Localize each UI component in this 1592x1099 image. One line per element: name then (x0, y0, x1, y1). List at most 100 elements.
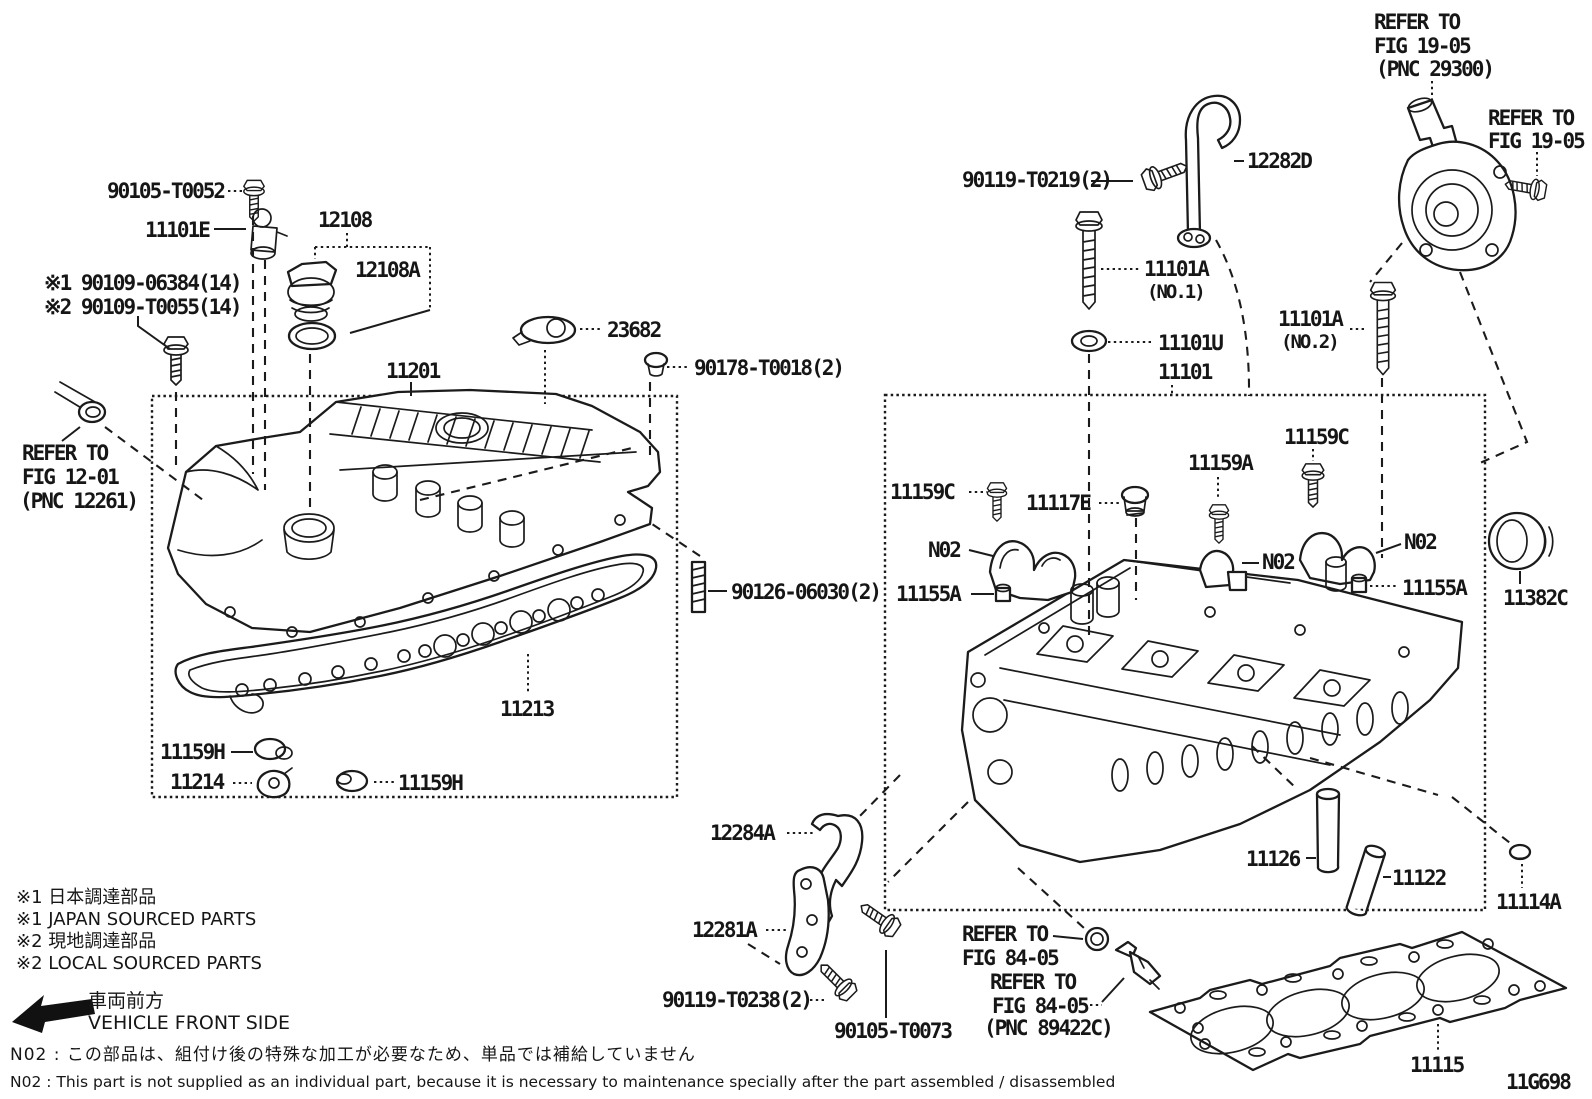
callout-90126: 90126-06030(2) (731, 580, 880, 604)
figure-code: 11G698 (1506, 1070, 1571, 1094)
bolt-90105-T0073-drawing (854, 896, 904, 941)
note-n02-jp: N02 : この部品は、組付け後の特殊な加工が必要なため、単品では補給していませ… (10, 1045, 696, 1065)
callout-90119-T0238: 90119-T0238(2) (662, 988, 811, 1012)
vehicle-front-arrow-icon (12, 995, 95, 1033)
refer-fig12-line2: FIG 12-01 (22, 465, 119, 489)
legend-block: ※1 日本調達部品 ※1 JAPAN SOURCED PARTS ※2 現地調達… (16, 887, 262, 974)
callout-90109-06384: ※1 90109-06384(14) (44, 271, 241, 295)
valve-cover-drawing (166, 388, 662, 638)
ventilation-valve-23682-drawing (512, 315, 577, 346)
refer-fig19-pump-line2: FIG 19-05 (1374, 34, 1471, 58)
callout-11101A-no2-sub: (NO.2) (1281, 331, 1338, 353)
callout-n02-left: N02 (928, 538, 960, 562)
head-gasket-drawing (1148, 930, 1568, 1072)
head-bolt-washer-11101U-drawing (1070, 329, 1108, 353)
seal-washer-11159H-a-drawing (253, 737, 293, 761)
callout-11114A: 11114A (1496, 890, 1562, 914)
legend-japan-sourced-en: ※1 JAPAN SOURCED PARTS (16, 909, 256, 930)
valve-guide-11122-drawing (1345, 844, 1387, 917)
oil-filler-cap-12108-drawing (286, 260, 338, 322)
refer-fig84-ring-line1: REFER TO (962, 922, 1049, 946)
callout-11101A-no1-sub: (NO.1) (1147, 281, 1204, 303)
refer-fig19-pump-line3: (PNC 29300) (1376, 57, 1493, 81)
callout-90109-T0055: ※2 90109-T0055(14) (44, 295, 241, 319)
legend-japan-sourced-jp: ※1 日本調達部品 (16, 887, 156, 908)
valve-cover-gasket-drawing (174, 553, 658, 714)
camshaft-cap-n02-right-drawing (1298, 532, 1376, 592)
seal-washer-11159H-b-drawing (335, 769, 369, 793)
refer-fig12-line1: REFER TO (22, 441, 109, 465)
callout-11159C-left: 11159C (890, 480, 955, 504)
legend-local-sourced-en: ※2 LOCAL SOURCED PARTS (16, 953, 262, 974)
callout-12284A: 12284A (710, 821, 776, 845)
camshaft-cap-n02-mid-drawing (1198, 549, 1248, 592)
refer-fig84-sensor-line3: (PNC 89422C) (984, 1016, 1112, 1040)
oil-filler-cap-gasket-12108A-drawing (287, 321, 337, 351)
bolt-11159C-right-drawing (1301, 463, 1325, 508)
refer-fig84-sensor-drawing (1114, 940, 1162, 990)
callout-11159A: 11159A (1188, 451, 1254, 475)
callout-n02-right: N02 (1404, 530, 1436, 554)
callout-12108: 12108 (318, 208, 373, 232)
legend-local-sourced-jp: ※2 現地調達部品 (16, 931, 156, 952)
refer-fig84-sensor-line1: REFER TO (990, 970, 1077, 994)
footnotes: N02 : この部品は、組付け後の特殊な加工が必要なため、単品では補給していませ… (10, 1045, 1115, 1091)
stud-90126-drawing (690, 560, 707, 614)
refer-fig19-bolt-line1: REFER TO (1488, 106, 1575, 130)
callout-12108A: 12108A (355, 258, 421, 282)
dowel-pin-11155A-right-drawing (1350, 573, 1368, 594)
cylinder-head-drawing (960, 558, 1464, 864)
callout-11159C-right: 11159C (1284, 425, 1349, 449)
head-bolt-11101A-no2-drawing (1369, 281, 1397, 376)
refer-fig19-pump-line1: REFER TO (1374, 10, 1461, 34)
bolt-90119-T0219-drawing (1139, 154, 1192, 194)
vehicle-front-label-en: VEHICLE FRONT SIDE (88, 1012, 290, 1034)
callout-11117E: 11117E (1026, 491, 1091, 515)
refer-fig84-oring-drawing (1084, 926, 1110, 952)
bolt-11159A-drawing (1208, 504, 1230, 544)
leader-lines (61, 81, 1538, 1052)
callout-12281A: 12281A (692, 918, 758, 942)
callout-90178: 90178-T0018(2) (694, 356, 843, 380)
callout-23682: 23682 (607, 318, 661, 342)
bolt-90109-drawing (163, 336, 189, 386)
camshaft-oil-seal-11382C-drawing (1487, 511, 1554, 571)
dashed-construction-lines (104, 216, 1529, 965)
callout-11101A-no2: 11101A (1278, 307, 1344, 331)
callout-12282D: 12282D (1247, 149, 1312, 173)
callout-11159H-b: 11159H (398, 771, 463, 795)
refer-fig12-line3: (PNC 12261) (20, 489, 137, 513)
callout-90105-T0073: 90105-T0073 (834, 1019, 952, 1043)
callout-11122: 11122 (1392, 866, 1446, 890)
callout-11101U: 11101U (1158, 331, 1223, 355)
callout-11115: 11115 (1410, 1053, 1465, 1077)
callout-11159H-a: 11159H (160, 740, 225, 764)
callout-11214: 11214 (170, 770, 225, 794)
refer-fig84-ring-line2: FIG 84-05 (962, 946, 1059, 970)
callout-11101E: 11101E (145, 218, 210, 242)
hanger-bracket-12282D-drawing (1176, 94, 1242, 249)
callout-90105-T0052: 90105-T0052 (107, 179, 224, 203)
refer-fig12-pipe-drawing (54, 381, 107, 424)
callout-11101A-no1: 11101A (1144, 257, 1210, 281)
refer-fig84-sensor-line2: FIG 84-05 (992, 994, 1089, 1018)
note-n02-en: N02 : This part is not supplied as an in… (10, 1073, 1115, 1091)
cylinder-head-assembly-box (883, 393, 1487, 912)
callout-11201: 11201 (386, 359, 441, 383)
callout-11126: 11126 (1246, 847, 1301, 871)
camshaft-cap-n02-left-drawing (988, 540, 1120, 625)
bolt-90119-T0238-drawing (812, 956, 861, 1005)
washer-11214-drawing (256, 767, 293, 799)
callout-11382C: 11382C (1503, 586, 1568, 610)
callout-n02-mid: N02 (1262, 550, 1294, 574)
callout-11101: 11101 (1158, 360, 1213, 384)
callout-labels: 90105-T0052 11101E 12108 12108A ※1 90109… (20, 10, 1587, 1094)
callout-11155A-left: 11155A (896, 582, 962, 606)
dowel-pin-11155A-left-drawing (994, 583, 1012, 603)
vehicle-front-label-jp: 車両前方 (88, 990, 164, 1012)
callout-90119-T0219: 90119-T0219(2) (962, 168, 1111, 192)
vehicle-front-marker: 車両前方 VEHICLE FRONT SIDE (12, 990, 290, 1034)
callout-11213: 11213 (500, 697, 555, 721)
